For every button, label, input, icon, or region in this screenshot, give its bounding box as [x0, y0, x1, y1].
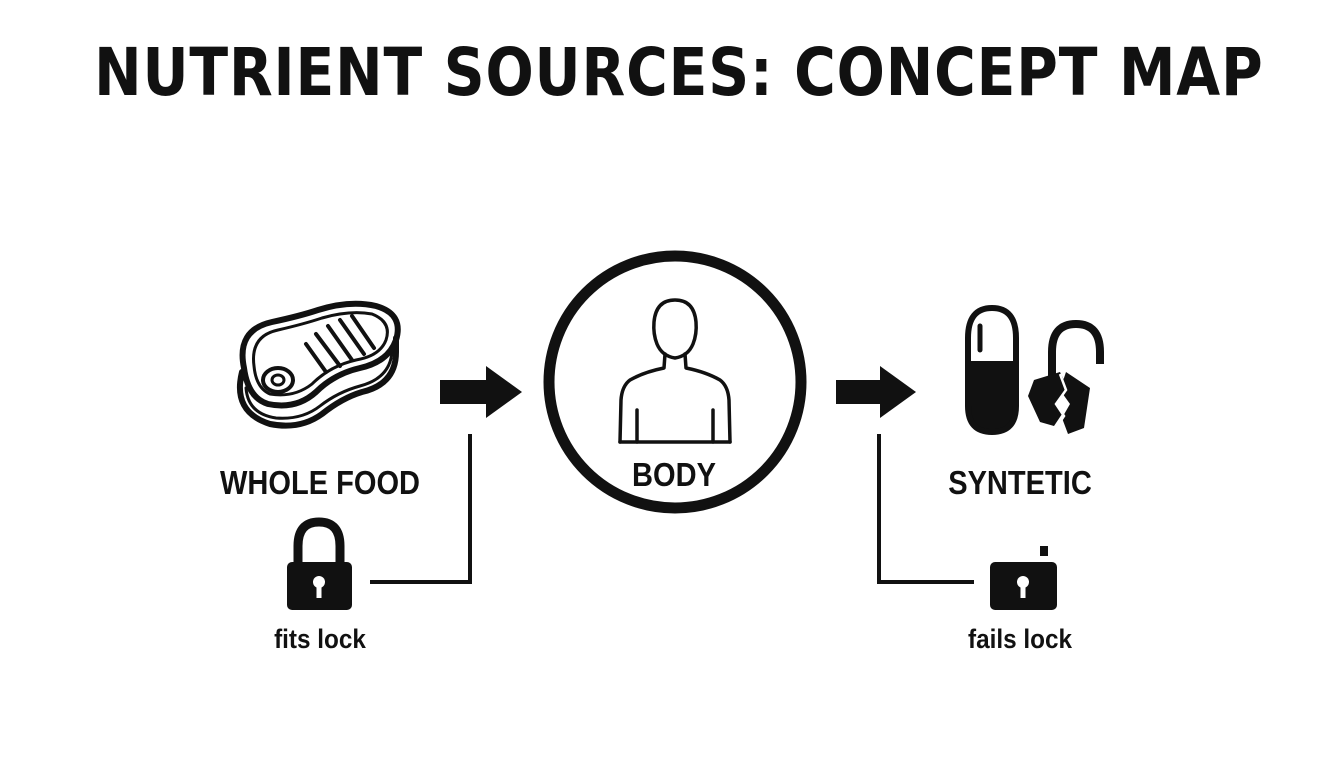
connector-fails	[877, 434, 974, 584]
closed-padlock-icon	[287, 517, 352, 610]
synthetic-label: SYNTETIC	[948, 464, 1092, 501]
body-circle	[543, 250, 807, 514]
arrow-food-to-body	[440, 366, 522, 418]
fails-lock-label: fails lock	[967, 624, 1073, 654]
broken-padlock-icon	[1028, 319, 1104, 434]
page-title: NUTRIENT SOURCES: CONCEPT MAP	[94, 34, 1264, 111]
person-icon	[618, 298, 732, 444]
body-label: BODY	[632, 456, 716, 493]
whole-food-label: WHOLE FOOD	[219, 464, 421, 501]
steak-icon	[236, 300, 401, 429]
arrow-body-to-synthetic	[836, 366, 916, 418]
connector-fits	[370, 434, 472, 584]
fails-lock-icon	[990, 546, 1057, 610]
fits-lock-label: fits lock	[274, 624, 366, 654]
capsule-icon	[965, 304, 1019, 436]
